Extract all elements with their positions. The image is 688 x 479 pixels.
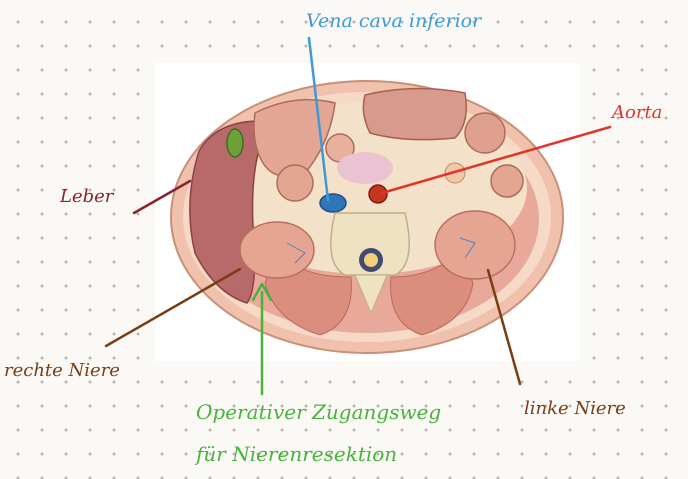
operativ-label-line2: für Nierenresektion: [196, 442, 397, 466]
vena-cava-pointer-line: [309, 38, 328, 200]
vena-cava-label: Vena cava inferior: [306, 10, 481, 32]
rechte-niere-pointer-line: [106, 269, 240, 346]
operativ-arrow: [253, 284, 271, 394]
aorta-label: Aorta: [612, 102, 662, 123]
operativ-label-line1: Operativer Zugangsweg: [196, 400, 441, 424]
linke-niere-label: linke Niere: [524, 398, 626, 419]
leber-pointer-line: [134, 181, 190, 213]
leber-label: Leber: [60, 186, 113, 207]
aorta-pointer-line: [382, 127, 610, 193]
linke-niere-pointer-line: [488, 270, 520, 384]
rechte-niere-label: rechte Niere: [4, 360, 120, 381]
